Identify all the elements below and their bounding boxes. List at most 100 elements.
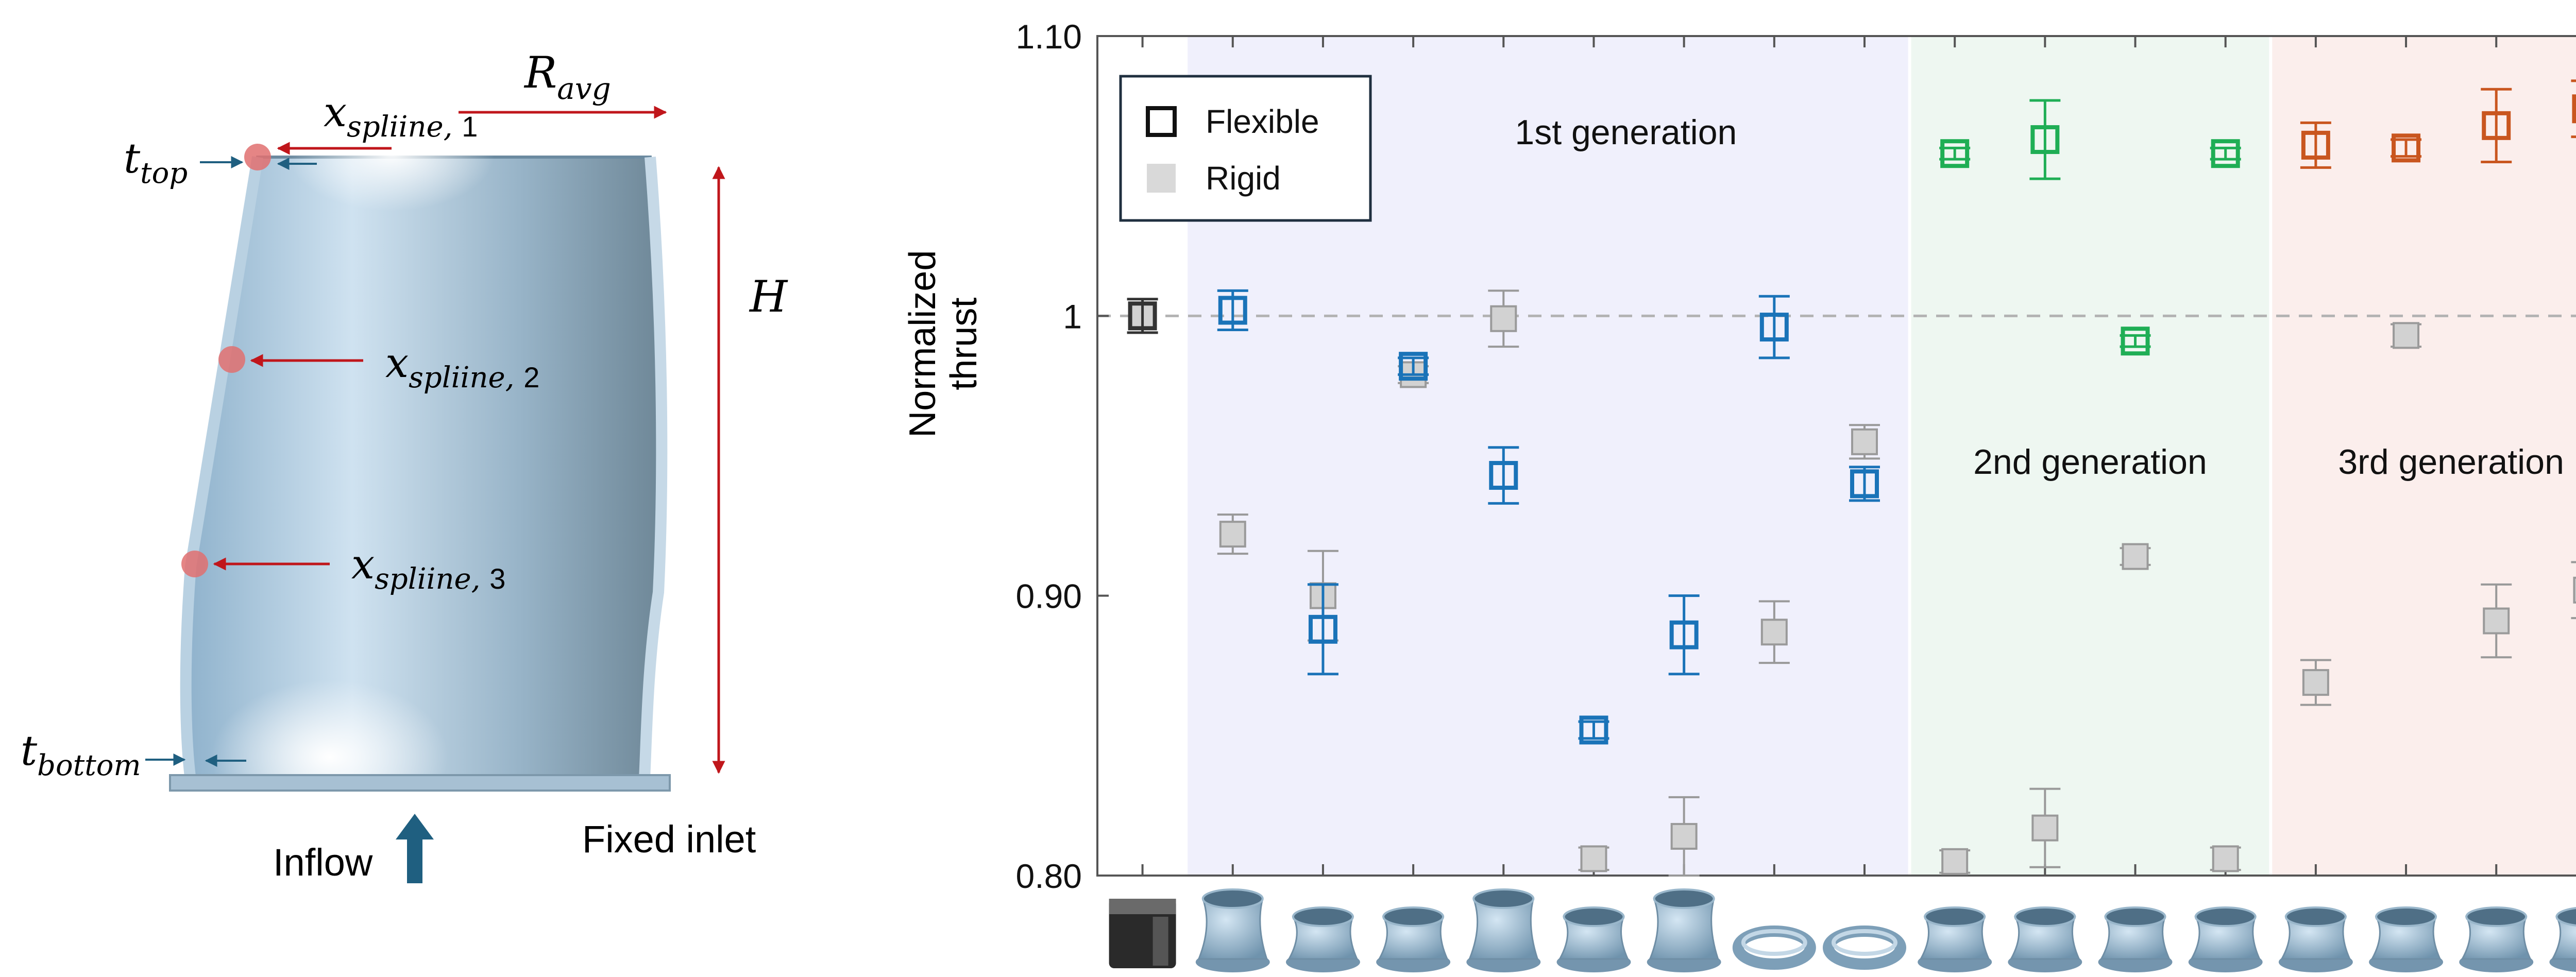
y-axis-label-line2: thrust	[943, 298, 985, 390]
flexible-point-14	[2300, 121, 2331, 169]
flexible-point-5	[1488, 446, 1519, 505]
flexible-point-9	[1849, 466, 1880, 502]
rigid-point-2	[1217, 513, 1248, 555]
shape-icon-15	[2369, 906, 2444, 972]
flexible-point-6	[1578, 715, 1609, 745]
flexible-marker	[1489, 461, 1518, 490]
flexible-point-11	[2029, 99, 2061, 180]
flexible-marker	[1850, 469, 1879, 499]
height-label: H	[749, 271, 788, 322]
icon-body	[2461, 916, 2532, 960]
flexible-marker	[1759, 313, 1789, 342]
shape-icon-9	[1823, 925, 1906, 970]
flexible-point-12	[2120, 327, 2151, 356]
tube-right-wall	[638, 157, 668, 789]
icon-opening	[2104, 906, 2166, 927]
icon-opening	[2555, 907, 2576, 927]
icon-opening	[1924, 906, 1986, 927]
rigid-point-12	[2120, 543, 2151, 570]
nozzle-shine	[1153, 917, 1168, 966]
r-avg-label: Ravg	[523, 47, 611, 106]
rigid-marker	[2302, 669, 2329, 696]
y-tick-label: 1.10	[1016, 18, 1082, 56]
flexible-point-17	[2571, 79, 2576, 139]
rigid-marker	[1941, 848, 1969, 875]
rigid-point-5	[1488, 289, 1519, 348]
x-ticks	[1141, 36, 2498, 876]
tube-highlight-top	[289, 98, 495, 211]
spline-point-1	[244, 144, 271, 170]
rigid-marker	[2212, 845, 2239, 872]
region-label-3: 3rd generation	[2338, 442, 2564, 482]
dimension-arrows	[145, 106, 725, 883]
rigid-point-14	[2300, 659, 2331, 706]
tube-left-wall	[180, 156, 263, 789]
y-tick-label: 0.90	[1016, 577, 1082, 615]
t-top-label: ttop	[124, 134, 188, 190]
shape-icon-10	[1918, 906, 1992, 972]
icon-body	[2190, 916, 2261, 960]
icon-opening	[2284, 906, 2347, 927]
series-flexible	[1127, 79, 2576, 745]
ring-highlight	[1832, 929, 1897, 956]
nozzle-rim	[1109, 899, 1176, 914]
region-3	[2270, 36, 2576, 876]
icon-body	[2370, 916, 2442, 960]
shape-icon-13	[2188, 906, 2263, 972]
rigid-marker	[1670, 822, 1698, 850]
flexible-marker	[1940, 139, 1970, 168]
fixed-inlet-label: Fixed inlet	[582, 818, 756, 861]
y-tick-label: 1	[1063, 297, 1082, 335]
region-2	[1909, 36, 2271, 876]
inflow-arrow	[396, 814, 434, 883]
shape-icon-11	[2008, 906, 2082, 972]
icon-opening	[1292, 906, 1354, 927]
icon-body	[1378, 916, 1449, 960]
flexible-marker	[2392, 133, 2421, 163]
icon-opening	[2375, 906, 2437, 927]
region-labels: 1st generation 2nd generation 3rd generati…	[1515, 113, 2564, 482]
rigid-point-7	[1668, 796, 1700, 877]
y-axis-label: Normalized	[902, 250, 943, 438]
icon-body	[2551, 916, 2576, 960]
flexible-point-10	[1939, 139, 1971, 168]
ring-highlight	[1741, 929, 1807, 956]
icon-body	[2009, 916, 2080, 960]
tube-base-flange	[169, 774, 671, 792]
legend-flexible-marker	[1146, 106, 1177, 137]
tube-highlight-bottom	[211, 680, 448, 834]
flexible-point-13	[2210, 139, 2241, 168]
rigid-marker	[2483, 607, 2510, 635]
flexible-marker	[1399, 352, 1428, 381]
y-tick-label: 0.80	[1016, 857, 1082, 895]
flexible-marker	[2482, 111, 2511, 140]
legend-box	[1119, 75, 1372, 222]
rigid-point-13	[2210, 845, 2241, 872]
rigid-marker	[1580, 845, 1607, 872]
spline2-label: xspliine, 2	[385, 339, 539, 395]
flexible-point-2	[1217, 289, 1248, 331]
schematic-labels: Ravg xspliine, 1 xspliine, 2 xspliine, 3…	[21, 47, 788, 884]
rigid-marker	[1490, 305, 1517, 332]
icon-opening	[2194, 906, 2257, 927]
shape-icon-1	[1109, 899, 1176, 968]
flexible-point-3	[1307, 583, 1338, 676]
icon-body	[1919, 916, 1990, 960]
shape-icon-12	[2098, 906, 2173, 972]
spline3-label: xspliine, 3	[351, 540, 505, 596]
flexible-marker	[1669, 620, 1699, 649]
region-label-1: 1st generation	[1515, 113, 1737, 152]
flexible-point-7	[1668, 594, 1700, 676]
flexible-marker	[1218, 296, 1247, 325]
rigid-marker	[2031, 814, 2059, 842]
y-ticks: 0.80 0.90 1 1.10	[1016, 18, 1109, 895]
icon-opening	[1653, 888, 1715, 909]
flexible-marker	[2121, 327, 2150, 356]
region-label-2: 2nd generation	[1973, 442, 2207, 482]
legend-rigid-label: Rigid	[1206, 160, 1281, 197]
rigid-point-10	[1939, 848, 1971, 875]
rigid-point-9	[1849, 424, 1880, 460]
icon-opening	[1563, 906, 1625, 927]
